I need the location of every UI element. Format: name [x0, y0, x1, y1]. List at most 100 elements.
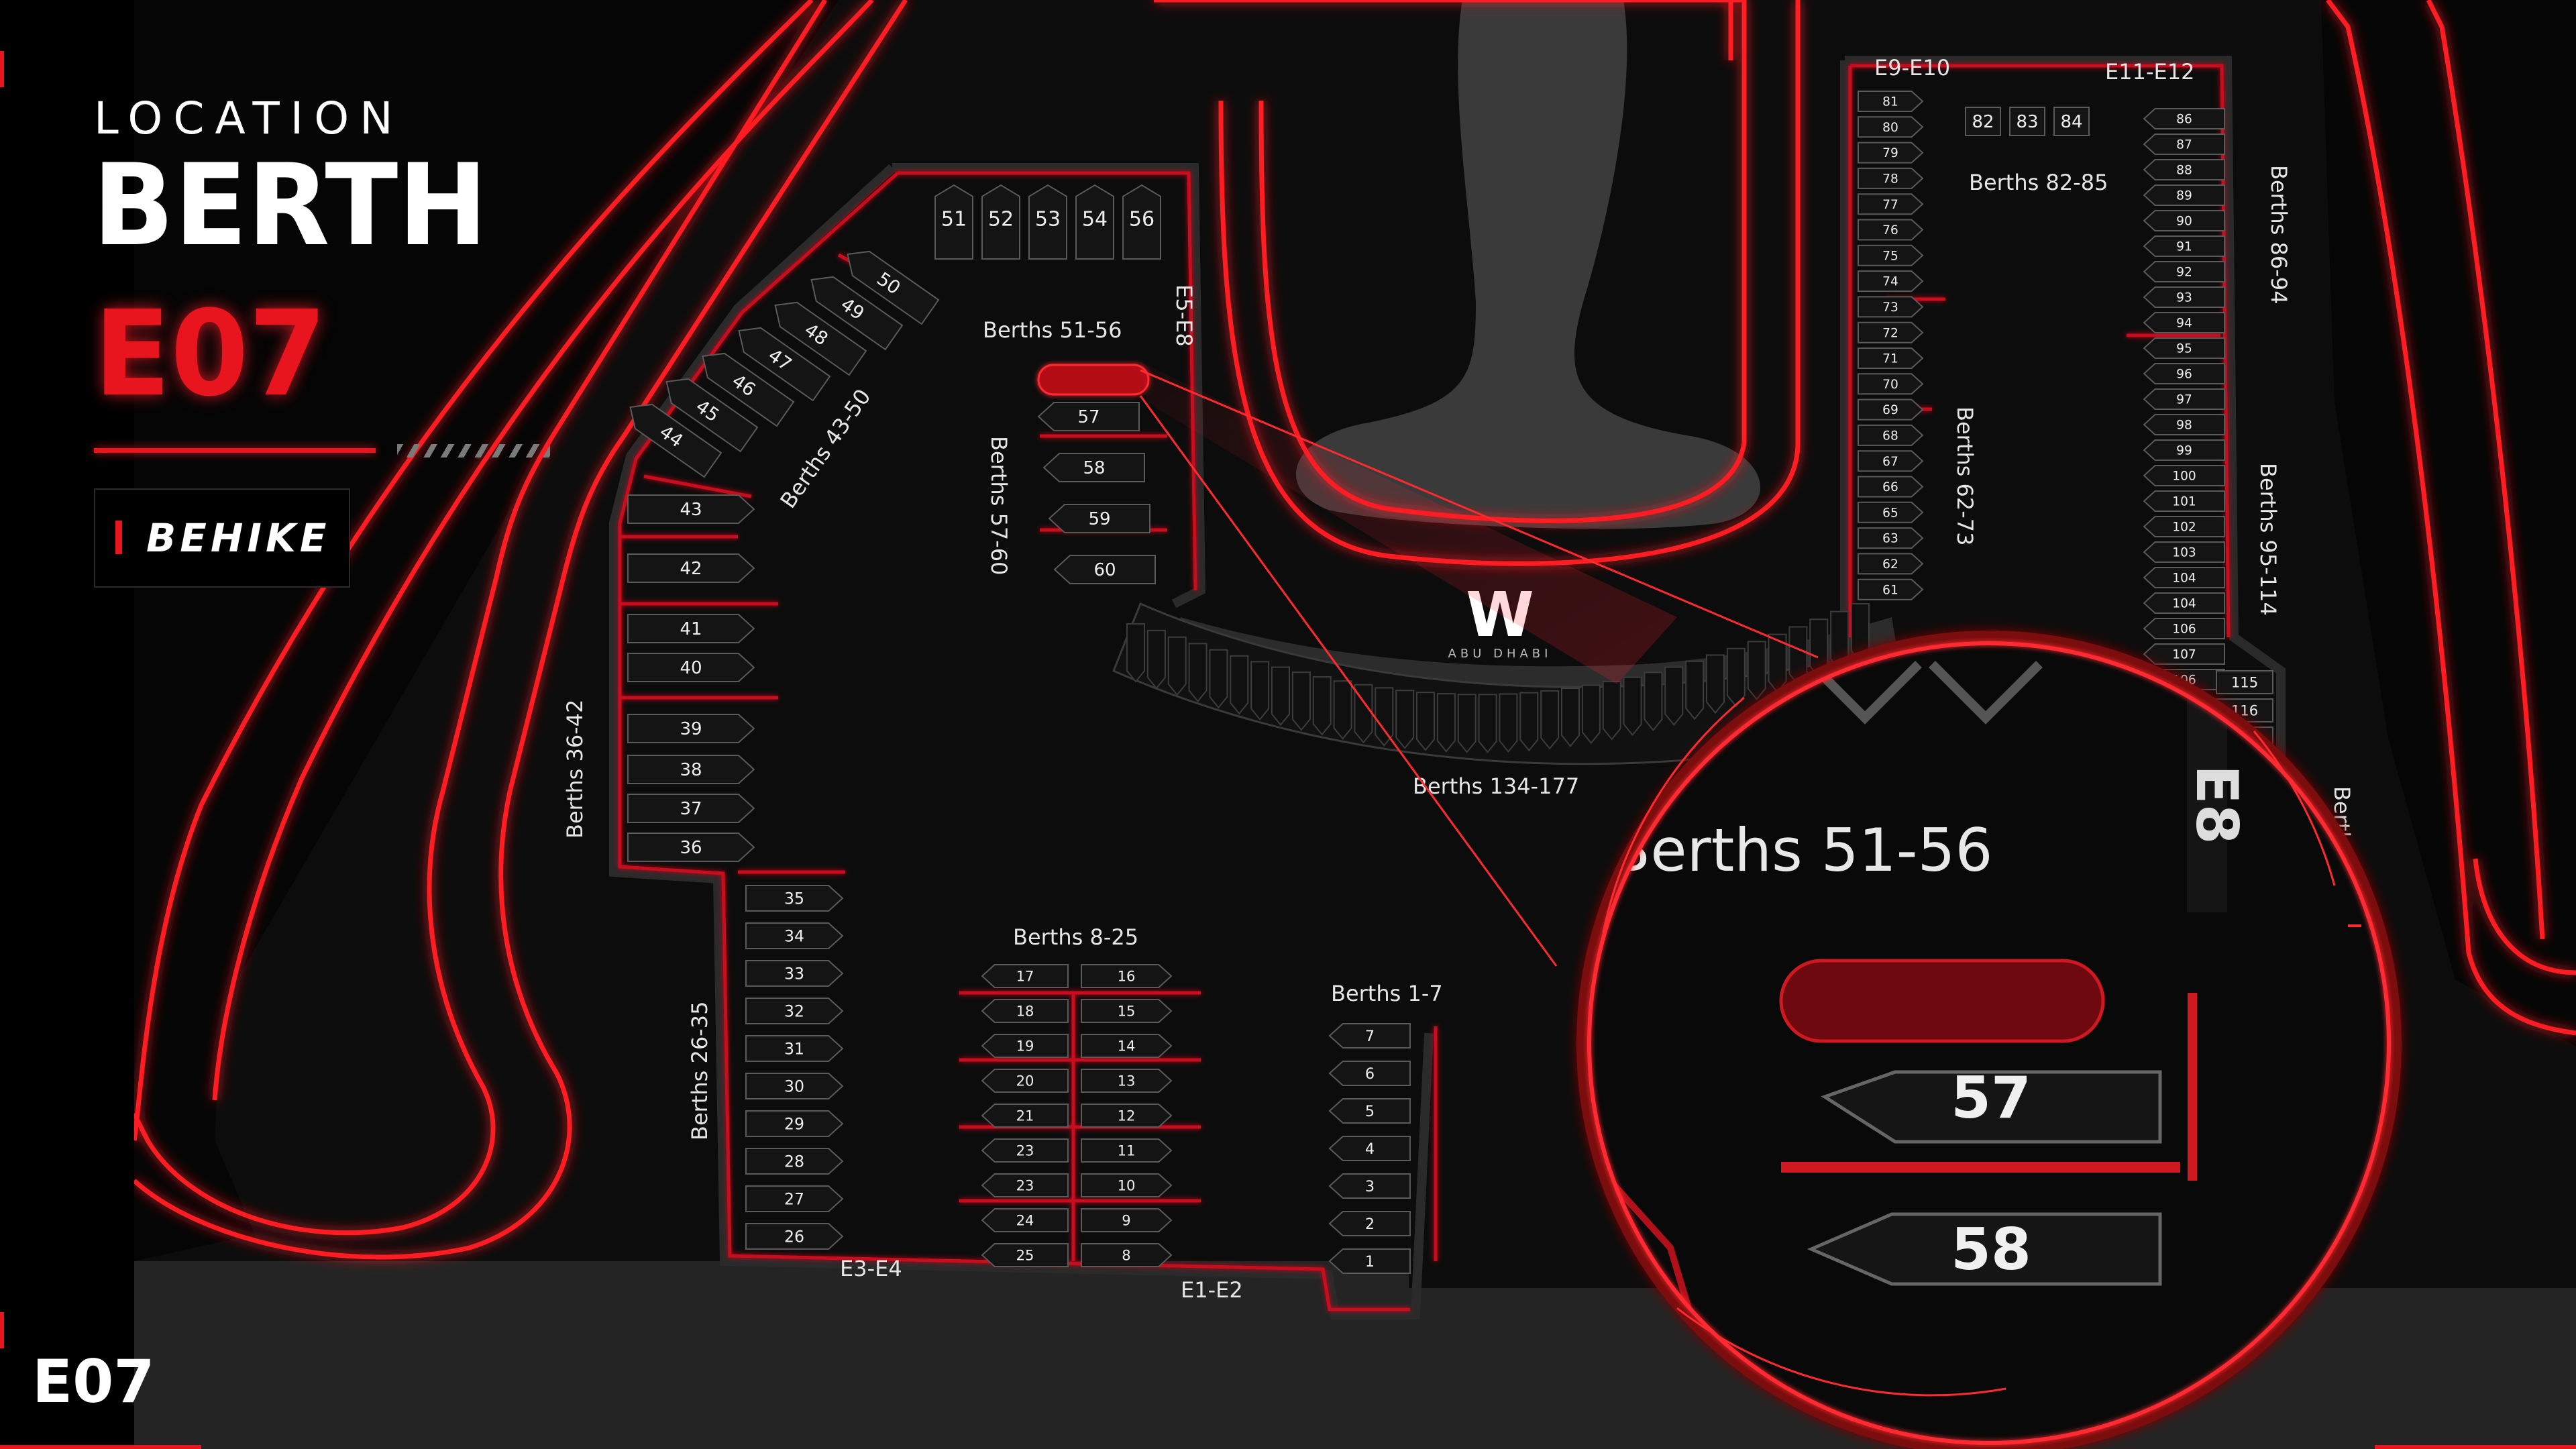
- berth-slip-65[interactable]: 65: [1858, 501, 1924, 523]
- berth-slip-20[interactable]: 20: [981, 1069, 1069, 1093]
- berth-slip-23[interactable]: 23: [981, 1138, 1069, 1163]
- berth-slip-104[interactable]: 104: [2143, 567, 2225, 588]
- berth-slip-35[interactable]: 35: [745, 885, 844, 912]
- berth-slip-31[interactable]: 31: [745, 1035, 844, 1062]
- berth-slip-46[interactable]: 46: [694, 344, 795, 427]
- berth-slip-104[interactable]: 104: [2143, 592, 2225, 614]
- berth-slip-14[interactable]: 14: [1081, 1034, 1173, 1058]
- berth-slip-34[interactable]: 34: [745, 922, 844, 949]
- berth-slip-28[interactable]: 28: [745, 1148, 844, 1175]
- berth-slip-98[interactable]: 98: [2143, 414, 2225, 435]
- berth-slip-79[interactable]: 79: [1858, 142, 1924, 164]
- berth-slip-84[interactable]: 84: [2053, 107, 2090, 136]
- berth-slip-25[interactable]: 25: [981, 1243, 1069, 1267]
- zoom-target-highlight[interactable]: [1779, 959, 2105, 1043]
- berth-slip-13[interactable]: 13: [1081, 1069, 1173, 1093]
- berth-slip-39[interactable]: 39: [627, 714, 755, 743]
- berth-slip-83[interactable]: 83: [2009, 107, 2045, 136]
- berth-slip-47[interactable]: 47: [731, 319, 831, 402]
- berth-slip-11[interactable]: 11: [1081, 1138, 1173, 1163]
- berth-slip-73[interactable]: 73: [1858, 296, 1924, 318]
- berth-slip-42[interactable]: 42: [627, 553, 755, 583]
- berth-slip-100[interactable]: 100: [2143, 465, 2225, 486]
- berth-slip-27[interactable]: 27: [745, 1185, 844, 1212]
- berth-slip-67[interactable]: 67: [1858, 450, 1924, 472]
- berth-slip-30[interactable]: 30: [745, 1073, 844, 1099]
- berth-slip-37[interactable]: 37: [627, 794, 755, 823]
- berth-slip-115[interactable]: 115: [2216, 670, 2273, 694]
- berth-slip-45[interactable]: 45: [658, 370, 759, 453]
- berth-slip-3[interactable]: 3: [1328, 1173, 1411, 1199]
- berth-slip-26[interactable]: 26: [745, 1223, 844, 1250]
- berth-slip-92[interactable]: 92: [2143, 261, 2225, 282]
- berth-slip-57[interactable]: 57: [1037, 402, 1140, 431]
- berth-slip-70[interactable]: 70: [1858, 373, 1924, 395]
- berth-slip-40[interactable]: 40: [627, 653, 755, 682]
- berth-slip-68[interactable]: 68: [1858, 424, 1924, 446]
- berth-slip-29[interactable]: 29: [745, 1110, 844, 1137]
- berth-slip-74[interactable]: 74: [1858, 270, 1924, 292]
- berth-slip-9[interactable]: 9: [1081, 1208, 1173, 1232]
- berth-slip-89[interactable]: 89: [2143, 184, 2225, 206]
- berth-slip-71[interactable]: 71: [1858, 347, 1924, 369]
- berth-slip-63[interactable]: 63: [1858, 527, 1924, 549]
- berth-slip-1[interactable]: 1: [1328, 1248, 1411, 1274]
- berth-slip-52[interactable]: 52: [981, 184, 1020, 260]
- berth-slip-93[interactable]: 93: [2143, 286, 2225, 308]
- berth-slip-86[interactable]: 86: [2143, 108, 2225, 129]
- zoom-berth-58[interactable]: [1807, 1212, 2162, 1286]
- berth-slip-12[interactable]: 12: [1081, 1104, 1173, 1128]
- berth-slip-10[interactable]: 10: [1081, 1173, 1173, 1197]
- berth-slip-60[interactable]: 60: [1053, 555, 1156, 584]
- berth-slip-41[interactable]: 41: [627, 614, 755, 643]
- berth-slip-38[interactable]: 38: [627, 755, 755, 784]
- berth-slip-106[interactable]: 106: [2143, 618, 2225, 639]
- berth-slip-49[interactable]: 49: [803, 268, 904, 351]
- berth-slip-78[interactable]: 78: [1858, 167, 1924, 189]
- berth-slip-44[interactable]: 44: [622, 395, 722, 478]
- berth-slip-88[interactable]: 88: [2143, 159, 2225, 180]
- berth-slip-87[interactable]: 87: [2143, 133, 2225, 155]
- berth-slip-97[interactable]: 97: [2143, 388, 2225, 410]
- berth-slip-82[interactable]: 82: [1965, 107, 2001, 136]
- berth-slip-23[interactable]: 23: [981, 1173, 1069, 1197]
- berth-slip-56[interactable]: 56: [1122, 184, 1161, 260]
- berth-slip-48[interactable]: 48: [767, 293, 867, 376]
- berth-slip-15[interactable]: 15: [1081, 999, 1173, 1023]
- berth-slip-80[interactable]: 80: [1858, 116, 1924, 138]
- berth-slip-58[interactable]: 58: [1042, 453, 1145, 482]
- berth-slip-21[interactable]: 21: [981, 1104, 1069, 1128]
- zoom-berth-57[interactable]: [1821, 1070, 2162, 1144]
- berth-slip-8[interactable]: 8: [1081, 1243, 1173, 1267]
- berth-slip-16[interactable]: 16: [1081, 964, 1173, 988]
- berth-slip-2[interactable]: 2: [1328, 1211, 1411, 1236]
- berth-slip-33[interactable]: 33: [745, 960, 844, 987]
- berth-slip-94[interactable]: 94: [2143, 312, 2225, 333]
- berth-slip-81[interactable]: 81: [1858, 91, 1924, 112]
- berth-slip-102[interactable]: 102: [2143, 516, 2225, 537]
- berth-slip-96[interactable]: 96: [2143, 363, 2225, 384]
- berth-slip-32[interactable]: 32: [745, 998, 844, 1024]
- berth-slip-77[interactable]: 77: [1858, 193, 1924, 215]
- berth-slip-91[interactable]: 91: [2143, 235, 2225, 257]
- berth-slip-53[interactable]: 53: [1028, 184, 1067, 260]
- berth-slip-101[interactable]: 101: [2143, 490, 2225, 512]
- berth-slip-61[interactable]: 61: [1858, 578, 1924, 600]
- berth-slip-76[interactable]: 76: [1858, 219, 1924, 241]
- berth-slip-50[interactable]: 50: [839, 242, 940, 325]
- berth-slip-7[interactable]: 7: [1328, 1023, 1411, 1049]
- target-berth-highlight[interactable]: [1037, 364, 1150, 396]
- berth-slip-17[interactable]: 17: [981, 964, 1069, 988]
- berth-slip-5[interactable]: 5: [1328, 1098, 1411, 1124]
- berth-slip-75[interactable]: 75: [1858, 244, 1924, 266]
- berth-slip-90[interactable]: 90: [2143, 210, 2225, 231]
- berth-slip-72[interactable]: 72: [1858, 321, 1924, 343]
- berth-slip-54[interactable]: 54: [1075, 184, 1114, 260]
- berth-slip-4[interactable]: 4: [1328, 1136, 1411, 1161]
- berth-slip-66[interactable]: 66: [1858, 476, 1924, 498]
- berth-slip-62[interactable]: 62: [1858, 553, 1924, 575]
- berth-slip-59[interactable]: 59: [1048, 504, 1150, 533]
- berth-slip-19[interactable]: 19: [981, 1034, 1069, 1058]
- berth-slip-103[interactable]: 103: [2143, 541, 2225, 563]
- berth-slip-99[interactable]: 99: [2143, 439, 2225, 461]
